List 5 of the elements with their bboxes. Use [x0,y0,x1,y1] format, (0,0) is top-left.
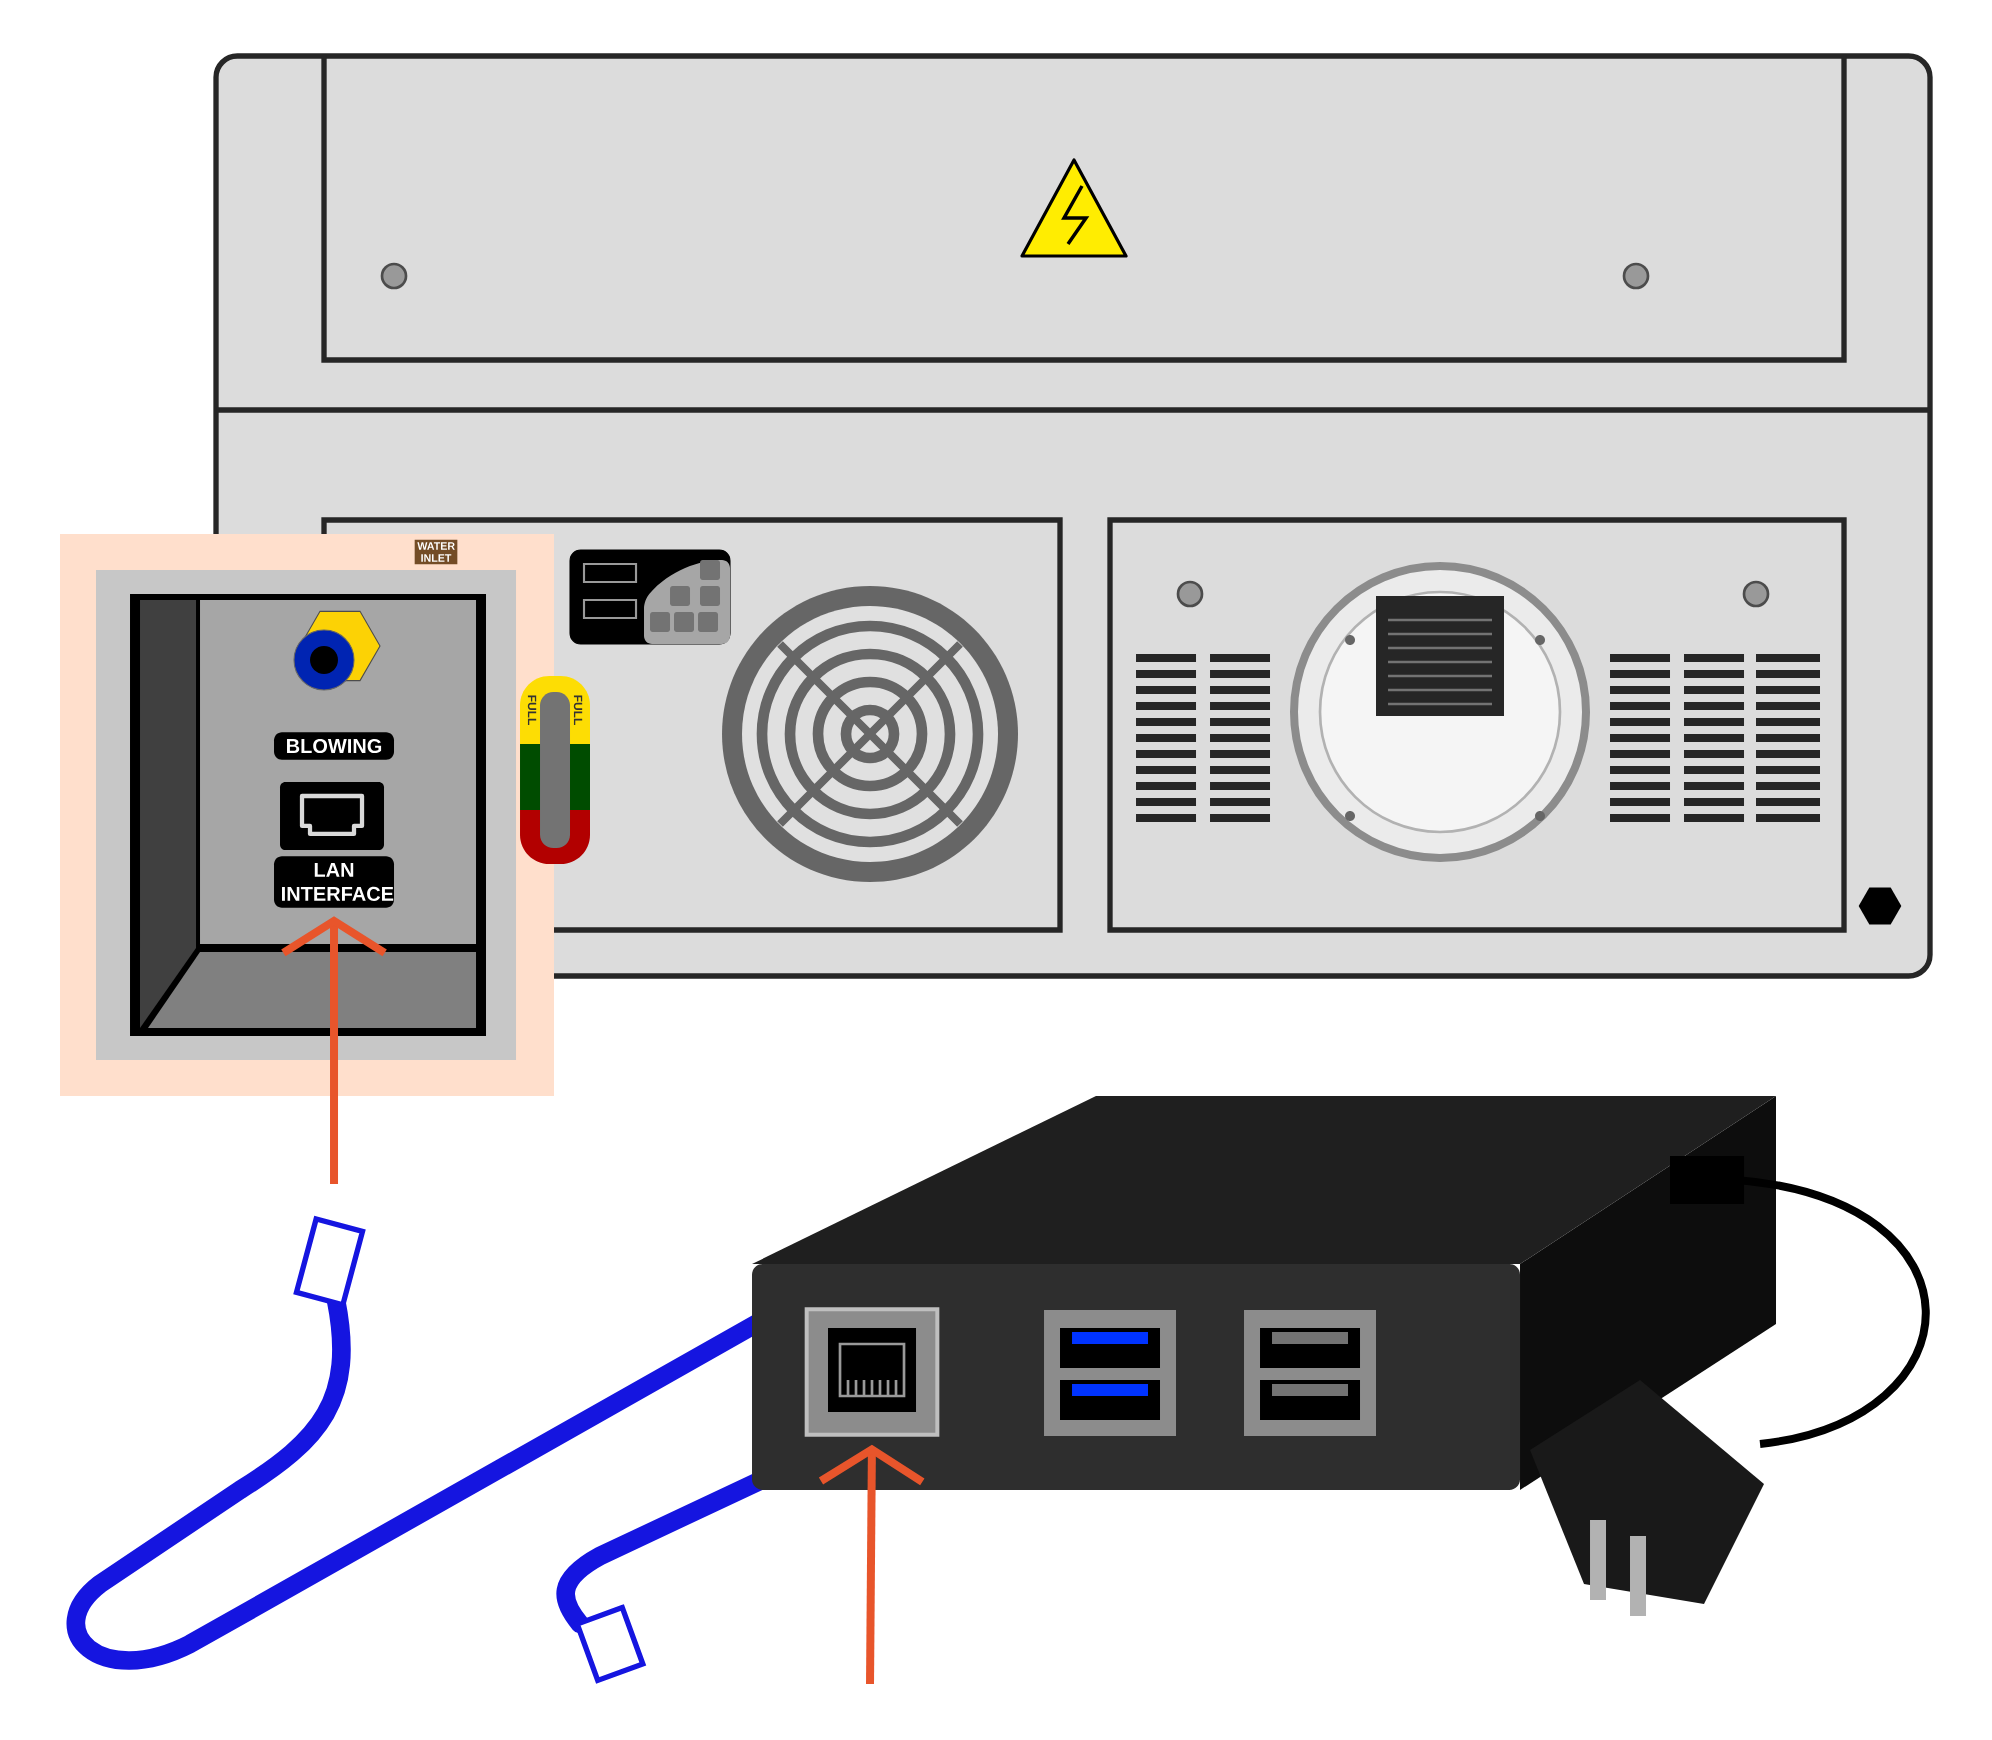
port-label: LAN INTERFACE [274,856,394,908]
port-label: BLOWING [274,732,394,760]
ethernet-port [804,1307,940,1437]
arrow [818,1444,925,1685]
arrow [281,916,387,1184]
